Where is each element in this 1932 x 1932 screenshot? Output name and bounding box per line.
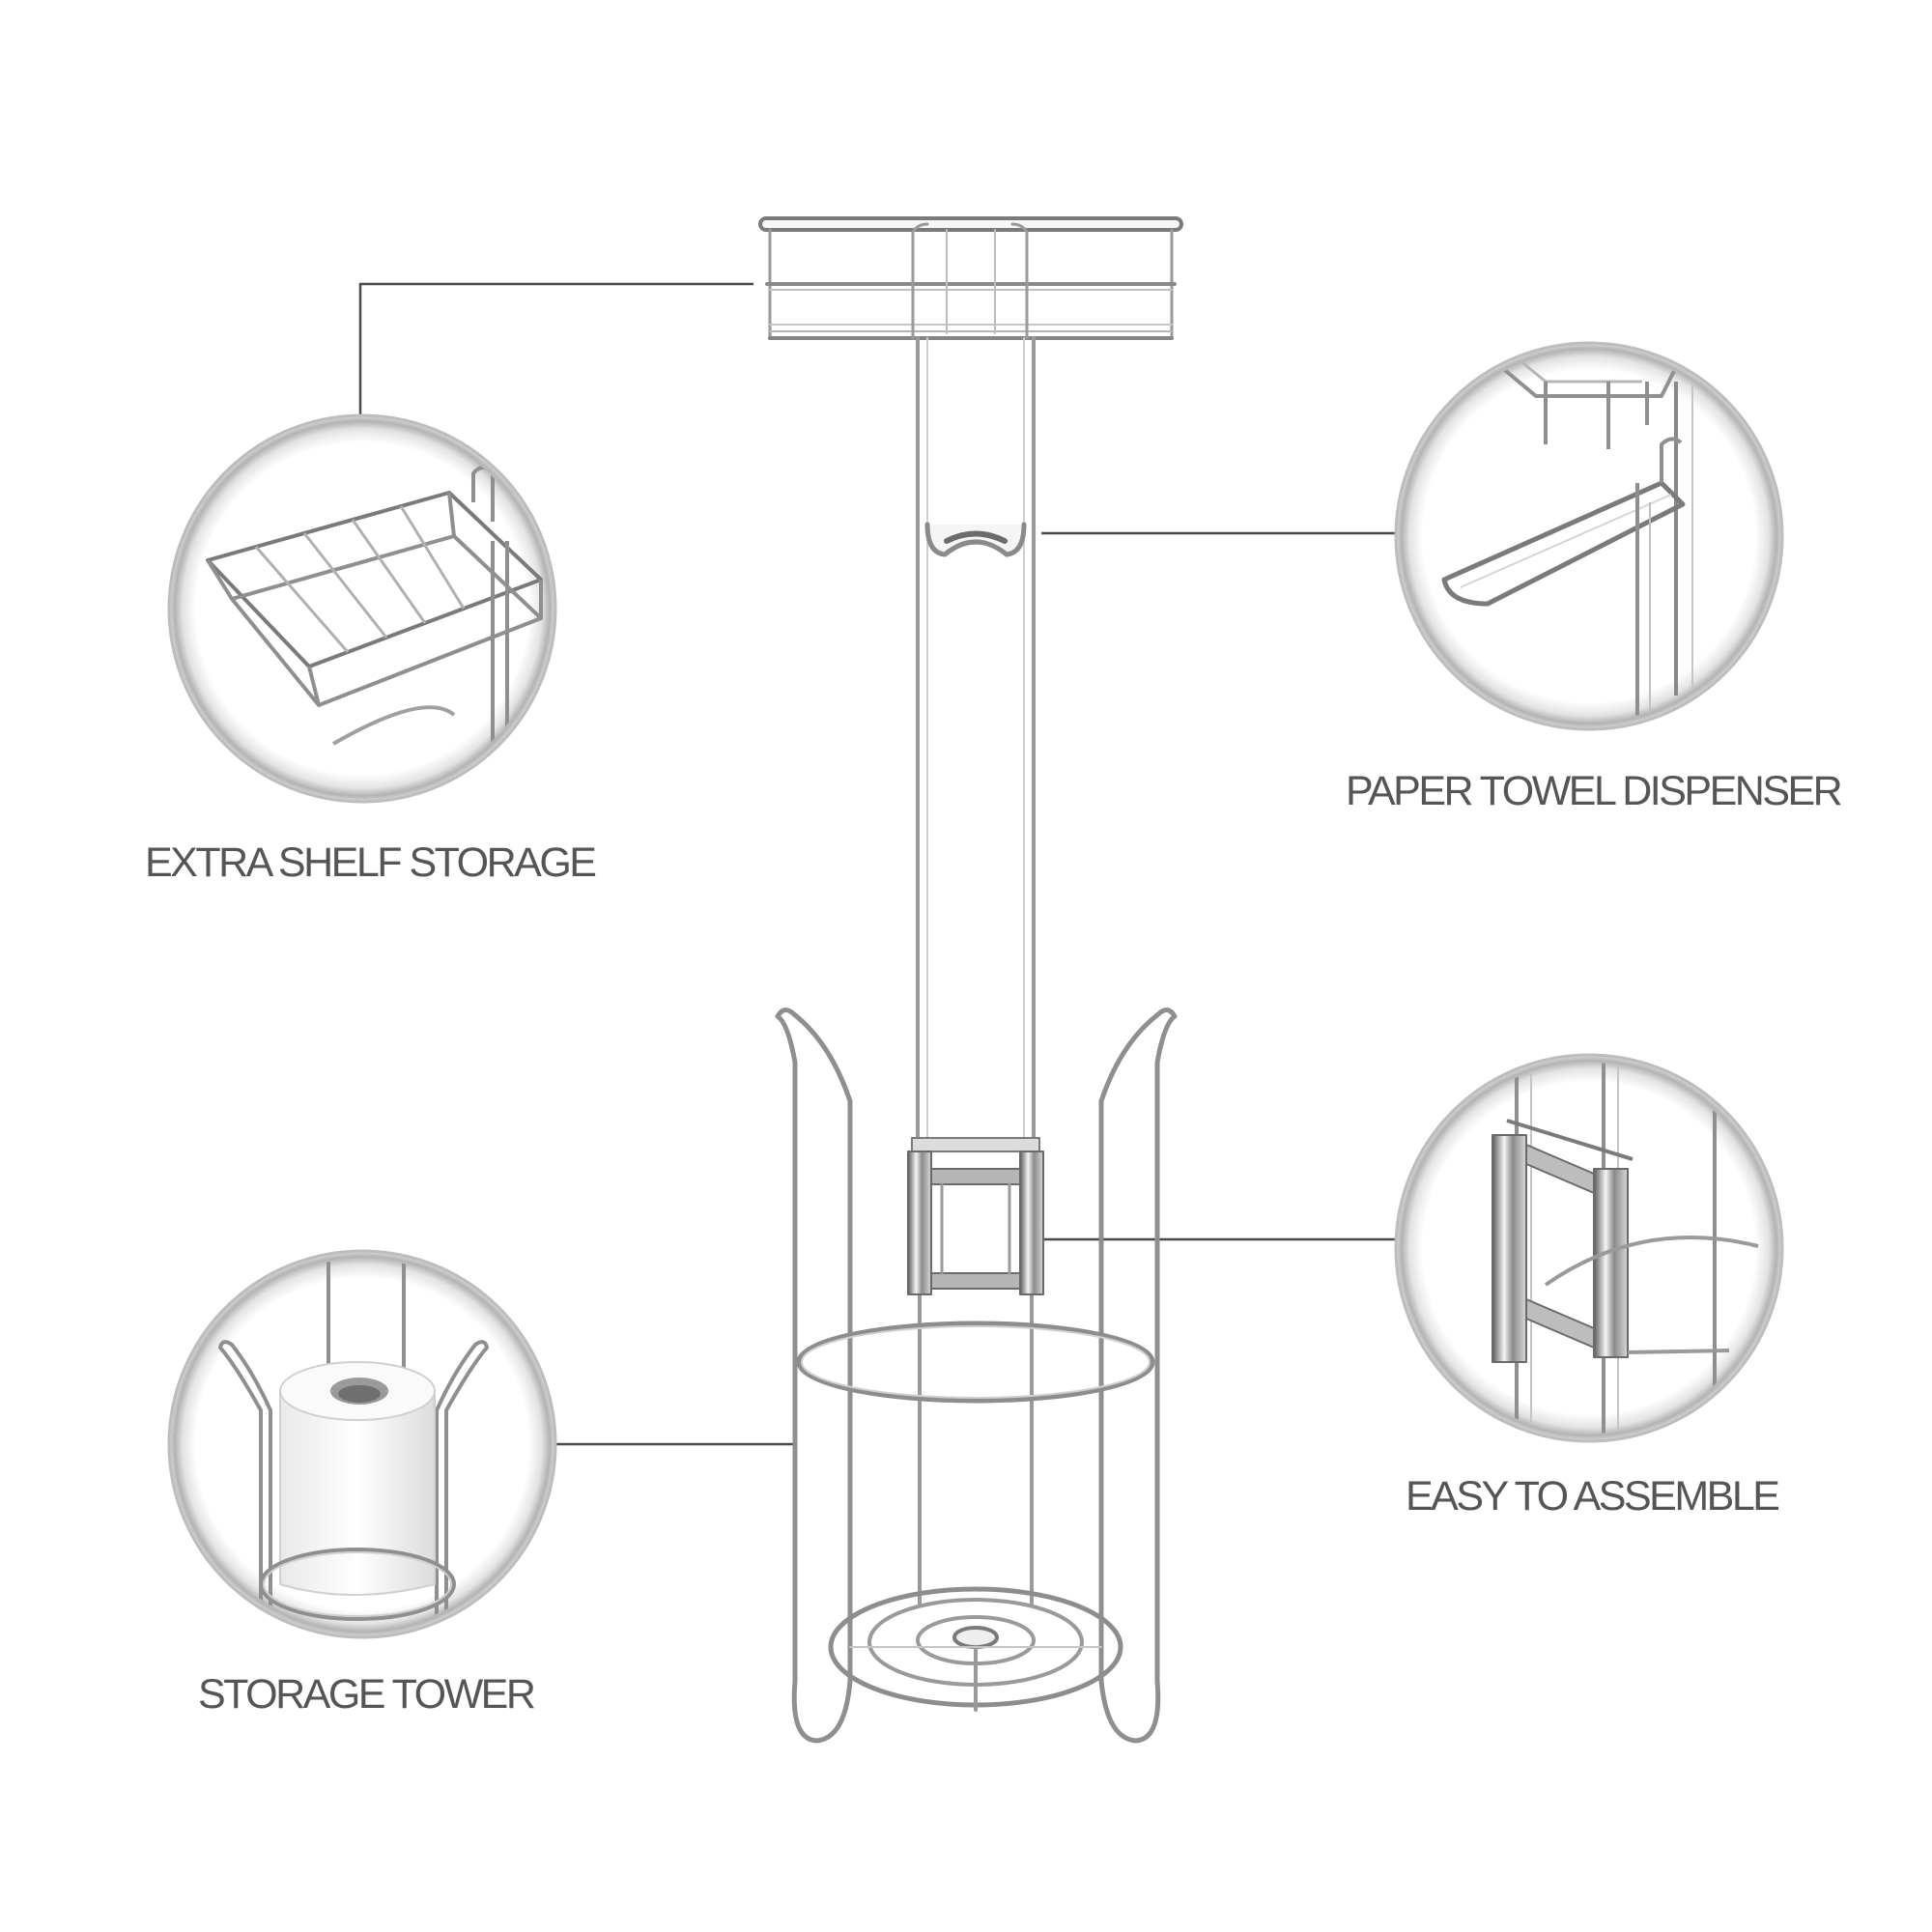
toilet-paper-stand — [758, 216, 1183, 1744]
center-poles — [916, 336, 1036, 1605]
connector-clip — [907, 1137, 1044, 1295]
label-extra-shelf-storage: EXTRA SHELF STORAGE — [145, 839, 597, 886]
label-easy-to-assemble: EASY TO ASSEMBLE — [1406, 1473, 1780, 1520]
top-shelf-basket — [758, 216, 1183, 340]
base — [828, 1586, 1123, 1712]
wire-basket-shelf-icon — [206, 466, 543, 753]
detail-circle-towel — [1394, 341, 1784, 731]
toilet-roll-icon — [218, 1259, 489, 1623]
towel-bar-icon — [1441, 351, 1693, 722]
leader-line-shelf — [358, 282, 753, 417]
detail-circle-tower — [167, 1249, 557, 1639]
label-storage-tower: STORAGE TOWER — [198, 1671, 536, 1718]
towel-bar — [924, 522, 1027, 557]
label-paper-towel-dispenser: PAPER TOWEL DISPENSER — [1346, 768, 1843, 814]
connector-clip-icon — [1492, 1063, 1759, 1434]
detail-circle-shelf — [167, 413, 557, 804]
middle-ring — [796, 1321, 1155, 1404]
detail-circle-assemble — [1394, 1053, 1784, 1443]
side-arms — [775, 1008, 1178, 1744]
